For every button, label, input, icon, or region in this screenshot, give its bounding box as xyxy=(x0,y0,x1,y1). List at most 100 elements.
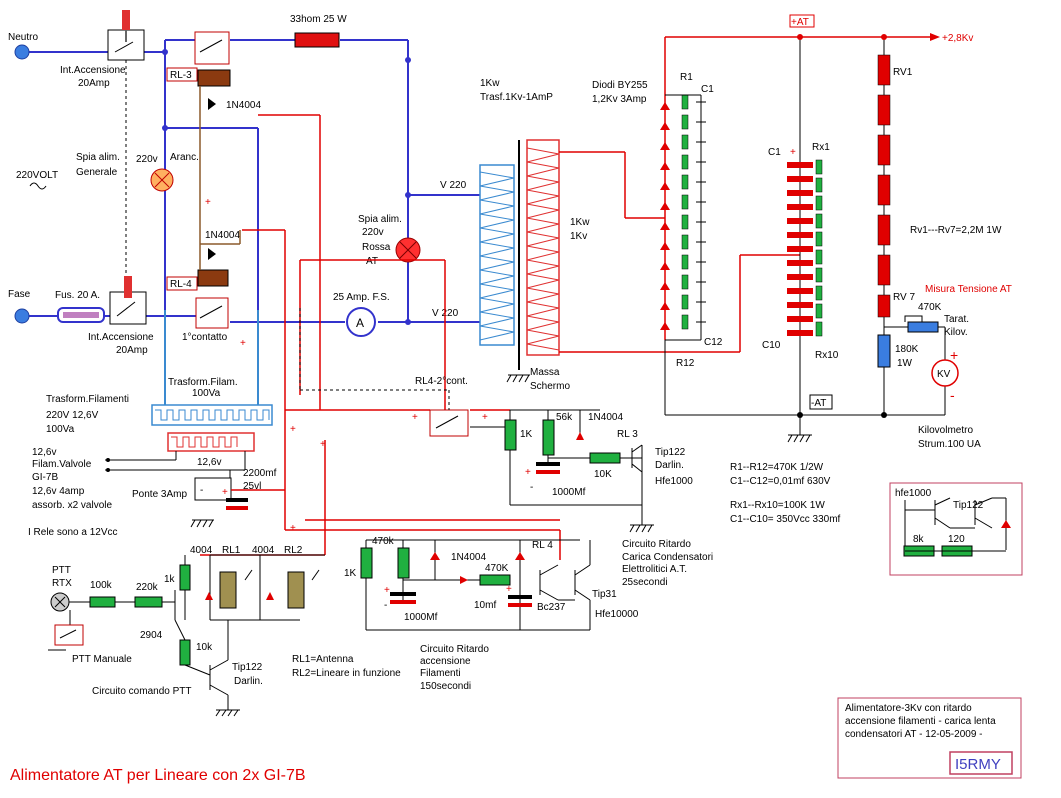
c12-label: C12 xyxy=(704,337,723,348)
cap-10mf xyxy=(508,603,532,607)
rl3-desc1: Circuito Ritardo xyxy=(622,539,691,550)
bleeder-resistors xyxy=(877,54,891,318)
resistor-1k-fil xyxy=(360,547,373,579)
diode-1n4004-rl3 xyxy=(576,432,584,440)
fil-4: 12,6v 4amp xyxy=(32,486,85,497)
r-line1: R1--R12=470K 1/2W xyxy=(730,462,824,473)
massa-2: Schermo xyxy=(530,381,570,392)
rl3-d1n4004: 1N4004 xyxy=(588,412,623,423)
trasf-sec1: 1Kw xyxy=(570,217,590,228)
spia-gen-2: Generale xyxy=(76,167,118,178)
resistor-100k xyxy=(89,596,116,608)
diode-1n4004-a xyxy=(208,98,216,110)
rl3-56k: 56k xyxy=(556,412,573,423)
svg-text:+: + xyxy=(290,424,296,435)
coil-wiring xyxy=(199,86,241,270)
svg-text:+: + xyxy=(320,439,326,450)
cap-1000-rl3 xyxy=(536,470,560,474)
d1n4004-a-label: 1N4004 xyxy=(226,100,261,111)
v220-label: 220v xyxy=(136,154,158,165)
rx-line2: C1--C10= 350Vcc 330mf xyxy=(730,514,841,525)
rl4-2c-label: RL4-2°cont. xyxy=(415,376,468,387)
svg-text:+: + xyxy=(506,584,512,595)
trasf-f-1: Trasform.Filamenti xyxy=(46,394,129,405)
trasf-filam-1: Trasform.Filam. xyxy=(168,377,238,388)
rl4-coil xyxy=(197,269,229,287)
contatto1-label: 1°contatto xyxy=(182,332,228,343)
darl-tip: Tip122 xyxy=(953,500,984,511)
resistor-470k-b xyxy=(479,574,511,586)
fil-d1n4004: 1N4004 xyxy=(451,552,486,563)
svg-text:-: - xyxy=(384,600,387,611)
resistor-10k-rl3 xyxy=(589,452,621,464)
spia-at-3: Rossa xyxy=(362,242,391,253)
rv1-label: RV1 xyxy=(893,67,913,78)
neutro-terminal xyxy=(14,44,30,60)
rx1-label: Rx1 xyxy=(812,142,830,153)
fil-2: Filam.Valvole xyxy=(32,459,92,470)
ptt-label: PTT xyxy=(52,565,71,576)
fil-tip31: Tip31 xyxy=(592,589,617,600)
misura-label: Misura Tensione AT xyxy=(925,284,1012,295)
svg-text:-: - xyxy=(530,482,533,493)
info-line2: accensione filamenti - carica lenta xyxy=(845,716,996,727)
rv-text: Rv1---Rv7=2,2M 1W xyxy=(910,225,1002,236)
rv7-label: RV 7 xyxy=(893,292,915,303)
ptt-2904: 2904 xyxy=(140,630,163,641)
trasf-filam-2: 100Va xyxy=(192,388,221,399)
info-line1: Alimentatore-3Kv con ritardo xyxy=(845,703,972,714)
c1-label: C1 xyxy=(701,84,714,95)
r-line2: C1--C12=0,01mf 630V xyxy=(730,476,831,487)
spia-gen-1: Spia alim. xyxy=(76,152,120,163)
fil-10mf: 10mf xyxy=(474,600,496,611)
int-acc-top-label: Int.Accensione xyxy=(60,65,126,76)
fase-terminal xyxy=(14,308,30,324)
rl4-label: RL-4 xyxy=(170,279,192,290)
callsign: I5RMY xyxy=(955,756,1001,773)
svg-text:+: + xyxy=(482,412,488,423)
ptt-manuale: PTT Manuale xyxy=(72,654,132,665)
fil-desc1: Circuito Ritardo xyxy=(420,644,489,655)
ptt-4004a: 4004 xyxy=(190,545,213,556)
diode-1n4004-b xyxy=(208,248,216,260)
rx10-label: Rx10 xyxy=(815,350,839,361)
tarat-1: Tarat. xyxy=(944,314,969,325)
rl3-rl3: RL 3 xyxy=(617,429,638,440)
v126-label: 12,6v xyxy=(197,457,221,468)
diodes-1: Diodi BY255 xyxy=(592,80,648,91)
svg-text:A: A xyxy=(356,316,364,330)
rtx-label: RTX xyxy=(52,578,72,589)
rl3-desc2: Carica Condensatori xyxy=(622,552,713,563)
cap-2200 xyxy=(226,506,248,510)
ptt-manual-switch xyxy=(54,624,84,646)
fil-3: GI-7B xyxy=(32,472,58,483)
ptt-desc: Circuito comando PTT xyxy=(92,686,191,697)
svg-text:-: - xyxy=(200,485,203,496)
cap-resistors xyxy=(815,159,823,337)
svg-text:-: - xyxy=(950,387,955,403)
diode-stack xyxy=(660,102,670,330)
trasf-f-3: 100Va xyxy=(46,424,75,435)
svg-text:+: + xyxy=(790,147,796,158)
ptt-10k: 10k xyxy=(196,642,213,653)
resistor-220k xyxy=(134,596,163,608)
darl-120: 120 xyxy=(948,534,965,545)
fase-label: Fase xyxy=(8,289,31,300)
ac-icon xyxy=(29,182,47,190)
rl3-coil xyxy=(197,69,231,87)
ptt-1k: 1k xyxy=(164,574,176,585)
trimmer-470k xyxy=(907,321,939,333)
rl3-darlin: Darlin. xyxy=(655,460,684,471)
kilov-2: Strum.100 UA xyxy=(918,439,981,450)
trasf-title1: 1Kw xyxy=(480,78,500,89)
rl4-contact xyxy=(195,297,229,329)
plus-28kv-label: +2,8Kv xyxy=(942,33,973,44)
ptt-100k: 100k xyxy=(90,580,113,591)
svg-text:+: + xyxy=(222,487,228,498)
c10-label: C10 xyxy=(762,340,781,351)
junctions xyxy=(162,49,411,325)
amp-bot-label: 20Amp xyxy=(116,345,148,356)
fil-5: assorb. x2 valvole xyxy=(32,500,112,511)
rl3-tip122: Tip122 xyxy=(655,447,686,458)
